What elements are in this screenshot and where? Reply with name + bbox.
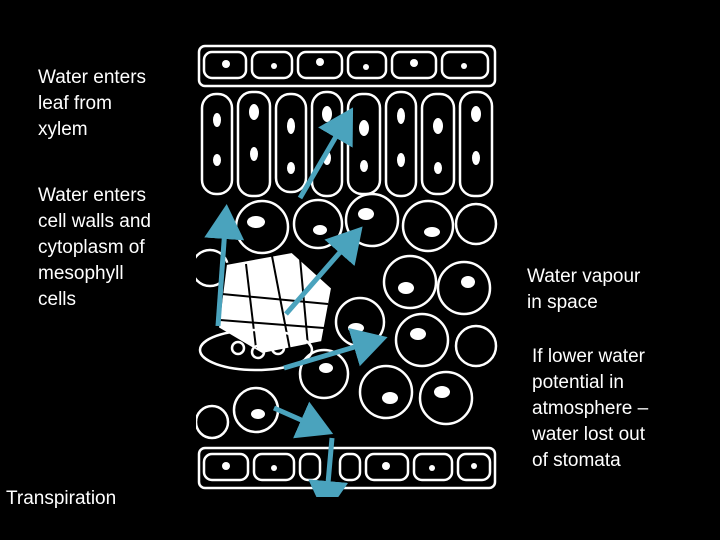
arrow-out-stomata [308, 437, 349, 497]
label-stomata: If lower water potential in atmosphere –… [532, 346, 649, 471]
spongy-mesophyll [196, 192, 498, 440]
palisade-layer [200, 90, 494, 198]
vascular-bundle [216, 250, 334, 356]
arrow-left-up [204, 204, 245, 327]
arrow-down-right [272, 401, 334, 439]
leaf-cross-section-diagram [196, 42, 498, 497]
label-cell-walls: Water enters cell walls and cytoplasm of… [38, 185, 151, 310]
bundle-sheath [198, 328, 314, 372]
arrow-to-air-space [283, 327, 388, 371]
arrow-to-palisade [297, 107, 354, 200]
arrow-to-spongy [284, 226, 363, 316]
label-xylem: Water enters leaf from xylem [38, 67, 147, 140]
upper-epidermis [197, 44, 497, 88]
label-water-vapour: Water vapour in space [527, 266, 641, 313]
label-transpiration: Transpiration [6, 488, 117, 509]
